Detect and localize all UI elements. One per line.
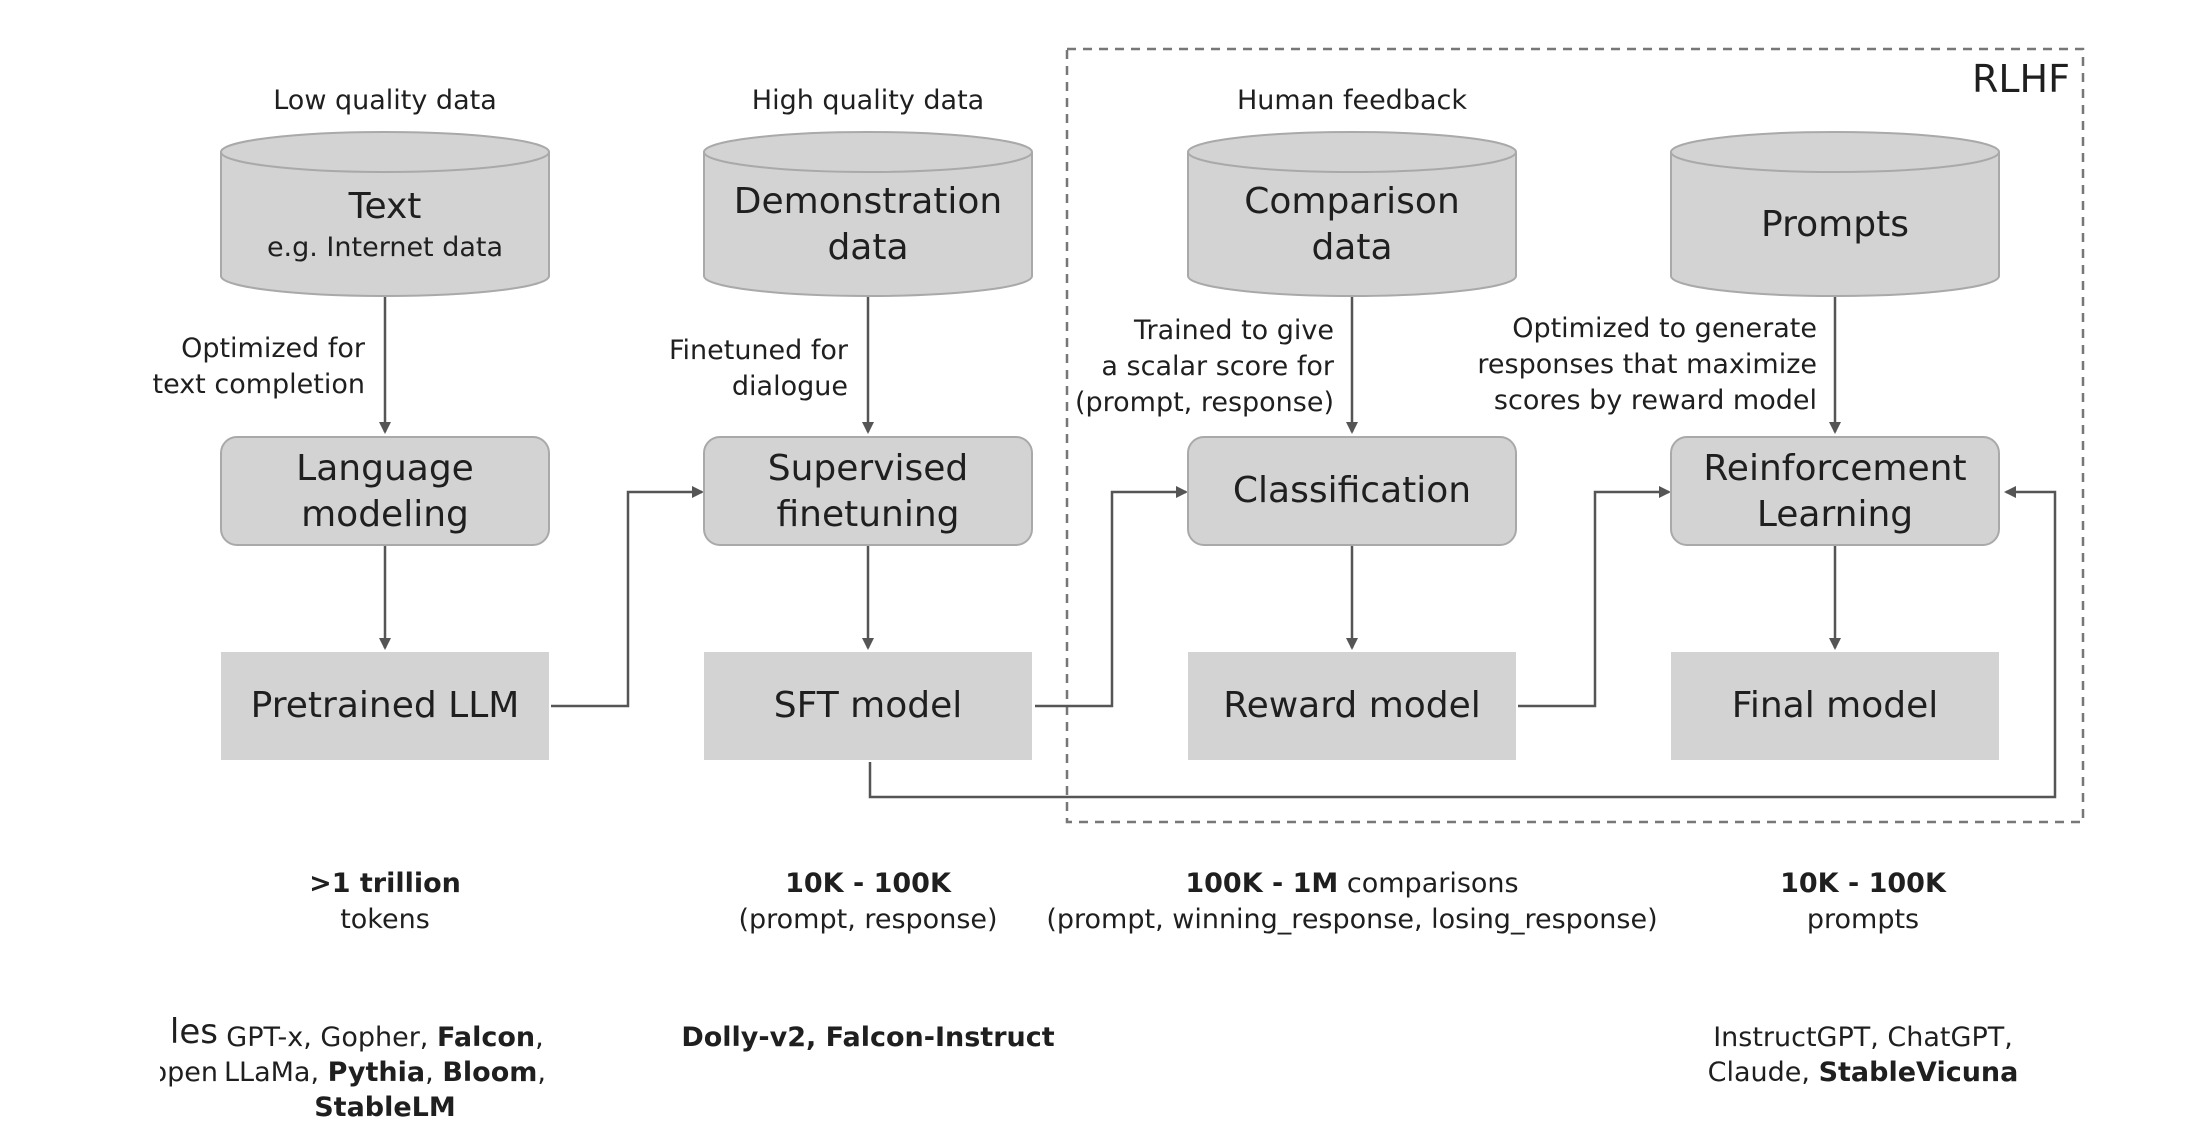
source-label-high-quality: High quality data <box>751 85 985 116</box>
connectors <box>379 296 2057 799</box>
scale-col1-line2: tokens <box>340 904 430 935</box>
example-bloom: Bloom <box>442 1057 538 1088</box>
scale-col3-bold: 100K - 1M <box>1185 868 1339 899</box>
arrow-reward-to-rl <box>1518 486 1671 708</box>
edge-label-dialogue-1: Finetuned for <box>668 335 848 366</box>
process-box-language-modeling <box>220 436 550 546</box>
scale-col1-line1: >1 trillion <box>185 866 585 902</box>
examples-col1-line3: StableLM <box>185 1090 585 1126</box>
examples-col1-line1: GPT-x, Gopher, Falcon, <box>185 1020 585 1056</box>
arrow-sftmodel-to-rl <box>868 486 2057 799</box>
edge-label-optimize-1: Optimized to generate <box>1512 313 1817 344</box>
datastore-comparison-title: Comparison <box>1244 181 1460 222</box>
scale-col2-line2: (prompt, response) <box>738 904 998 935</box>
process-label-learning: Learning <box>1756 494 1914 535</box>
example-sep: , <box>425 1057 443 1088</box>
example-pythia: Pythia <box>327 1057 426 1088</box>
arrow-pretrained-to-sft <box>551 486 704 708</box>
datastore-text-subtitle: e.g. Internet data <box>266 232 504 263</box>
example-claude: Claude, <box>1707 1057 1819 1088</box>
arrow-sftmodel-to-classification <box>1035 486 1188 708</box>
rlhf-boundary <box>1065 47 2085 824</box>
process-box-supervised-finetuning <box>703 436 1033 546</box>
edge-label-scalar-3: (prompt, response) <box>1074 387 1334 418</box>
scale-col3-text: comparisons <box>1338 868 1519 899</box>
process-box-classification <box>1187 436 1517 546</box>
examples-col1-line2: LLaMa, Pythia, Bloom, <box>185 1055 585 1091</box>
model-box-reward <box>1188 652 1516 760</box>
edge-label-text-completion-2: text completion <box>152 369 365 400</box>
edge-label-optimize-3: scores by reward model <box>1493 385 1817 416</box>
process-box-reinforcement-learning <box>1670 436 2000 546</box>
datastore-demonstration-title: Demonstration <box>733 181 1003 222</box>
process-label-modeling: modeling <box>301 494 469 535</box>
model-label-sft: SFT model <box>773 685 963 726</box>
example-instructgpt-chatgpt: InstructGPT, ChatGPT, <box>1713 1022 2013 1053</box>
cylinder-demonstration <box>703 131 1033 297</box>
source-label-low-quality: Low quality data <box>273 85 497 116</box>
scale-col4-bold: 10K - 100K <box>1780 868 1946 899</box>
process-label-reinforcement: Reinforcement <box>1703 448 1967 489</box>
source-label-human-feedback: Human feedback <box>1237 85 1467 116</box>
clipped-row-label-examples: les <box>169 1012 218 1052</box>
cylinder-prompts <box>1670 131 2000 297</box>
example-falcon: Falcon <box>436 1022 536 1053</box>
scale-col3-line1: 100K - 1M comparisons <box>1032 866 1672 902</box>
example-gpt-gopher: GPT-x, Gopher, <box>226 1022 437 1053</box>
examples-col2-line1: Dolly-v2, Falcon-Instruct <box>618 1020 1118 1056</box>
example-dolly-falcon-instruct: Dolly-v2, Falcon-Instruct <box>681 1022 1055 1053</box>
rlhf-label: RLHF <box>1971 57 2070 101</box>
datastore-comparison-subtitle: data <box>1311 227 1393 268</box>
scale-col1-bold: >1 trillion <box>309 868 461 899</box>
cylinder-text <box>220 131 550 297</box>
scale-col2-bold: 10K - 100K <box>785 868 951 899</box>
examples-col4-line1: InstructGPT, ChatGPT, <box>1663 1020 2063 1056</box>
process-label-language: Language <box>296 448 474 489</box>
datastore-text-title: Text <box>348 186 422 227</box>
example-sep: , <box>535 1022 544 1053</box>
model-box-sft <box>704 652 1032 760</box>
example-stablevicuna: StableVicuna <box>1818 1057 2019 1088</box>
model-label-pretrained-llm: Pretrained LLM <box>250 685 520 726</box>
scale-col2-line1: 10K - 100K <box>668 866 1068 902</box>
scale-col4-line2: prompts <box>1806 904 1920 935</box>
scale-col4-line1: 10K - 100K <box>1663 866 2063 902</box>
edge-label-scalar-1: Trained to give <box>1133 315 1334 346</box>
example-stablelm: StableLM <box>314 1092 456 1123</box>
datastore-demonstration-subtitle: data <box>827 227 909 268</box>
clipped-row-label-open: open <box>160 1057 218 1088</box>
example-llama: LLaMa, <box>224 1057 328 1088</box>
model-box-final <box>1671 652 1999 760</box>
model-label-final: Final model <box>1731 685 1939 726</box>
datastore-prompts-title: Prompts <box>1761 204 1909 245</box>
cylinder-comparison <box>1187 131 1517 297</box>
process-label-finetuning: finetuning <box>776 494 960 535</box>
scale-col3-line2: (prompt, winning_response, losing_respon… <box>1046 904 1658 935</box>
edge-label-optimize-2: responses that maximize <box>1477 349 1817 380</box>
examples-col4-line2: Claude, StableVicuna <box>1663 1055 2063 1091</box>
edge-label-scalar-2: a scalar score for <box>1101 351 1334 382</box>
edge-label-text-completion-1: Optimized for <box>181 333 365 364</box>
model-label-reward: Reward model <box>1223 685 1481 726</box>
process-label-supervised: Supervised <box>767 448 969 489</box>
process-label-classification: Classification <box>1232 470 1472 511</box>
edge-label-dialogue-2: dialogue <box>731 371 848 402</box>
model-box-pretrained-llm <box>221 652 549 760</box>
example-sep: , <box>537 1057 546 1088</box>
